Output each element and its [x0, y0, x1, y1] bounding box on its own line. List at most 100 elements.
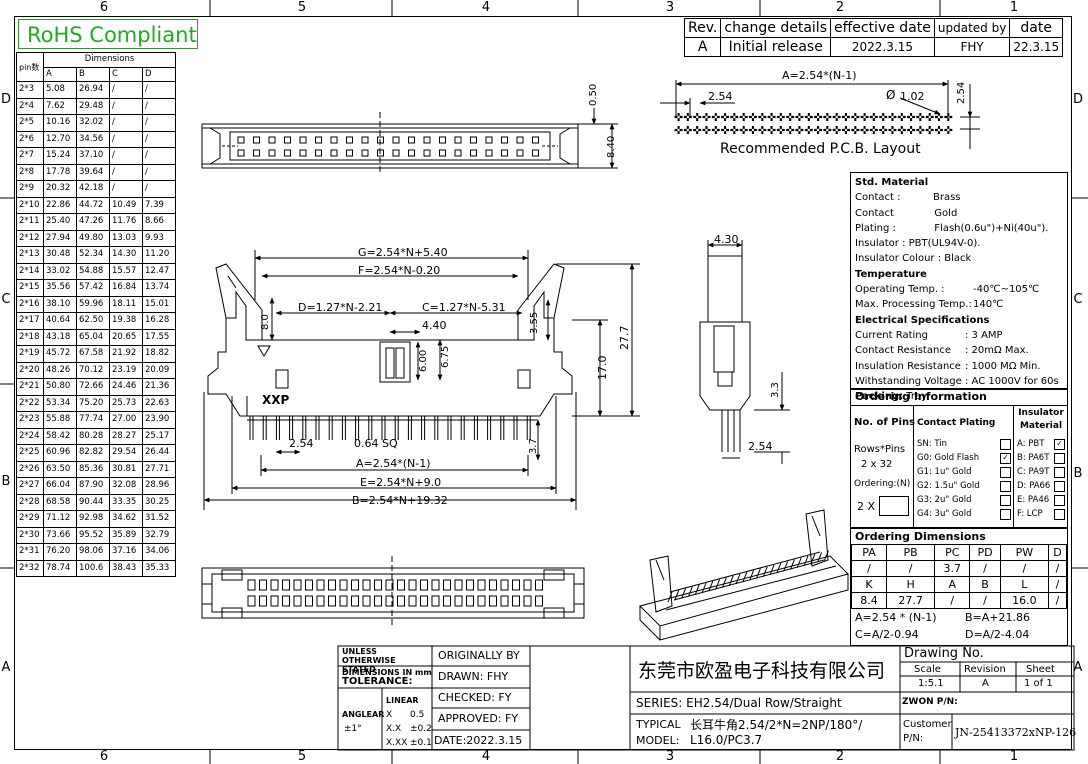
dim-cell: 16.28 [142, 312, 176, 330]
plating-option[interactable]: G4: 3u" Gold [917, 507, 1011, 521]
tb-scale: Scale [914, 664, 941, 675]
od-header: PB [885, 544, 936, 561]
pcb-hole-mark: ✜ [711, 111, 720, 124]
pin-slot [328, 579, 336, 591]
material-option[interactable]: F: LCP [1017, 507, 1065, 521]
pin-square [315, 149, 322, 157]
material-option[interactable]: D: PA66 [1017, 479, 1065, 493]
pcb-hole-mark: ✜ [944, 124, 953, 137]
od-formula: A=2.54 * (N-1) [855, 611, 937, 624]
zone-label: 5 [297, 0, 307, 15]
bottom-view [201, 556, 585, 628]
plating-option[interactable]: G0: Gold Flash✓ [917, 451, 1011, 465]
pin-slot [443, 579, 451, 591]
pin-slot [247, 579, 256, 591]
iso-pin [749, 570, 755, 581]
plating-option[interactable]: SN: Tin [917, 437, 1011, 451]
tb-drawing-no: Drawing No. [904, 646, 984, 661]
checkbox-icon[interactable] [1000, 508, 1011, 520]
pin-square [501, 136, 508, 144]
dim-e: E=2.54*N+9.0 [360, 476, 441, 489]
pin-slot [328, 595, 336, 607]
pcb-hole-mark: ✜ [702, 111, 711, 124]
tb-orig: ORIGINALLY BY [438, 649, 520, 662]
iso-pin [769, 564, 775, 576]
pin-count-input[interactable] [879, 496, 909, 516]
checkbox-icon[interactable] [1000, 494, 1011, 506]
pcb-hole-mark: ✜ [739, 124, 748, 137]
pcb-hole-mark: ✜ [795, 124, 804, 137]
pcb-hole-mark: ✜ [916, 124, 925, 137]
material-option[interactable]: B: PA6T [1017, 451, 1065, 465]
iso-pin [789, 559, 795, 570]
pcb-hole-mark: ✜ [683, 124, 692, 137]
pin-square [423, 149, 431, 157]
checked-checkbox-icon[interactable]: ✓ [1054, 438, 1065, 450]
plating-option[interactable]: G3: 2u" Gold [917, 493, 1011, 507]
tb-x-val: 0.5 [410, 710, 425, 720]
pin-square [408, 136, 415, 144]
pin-square [268, 149, 276, 157]
dim-cell: 27.71 [142, 460, 176, 478]
pin-square [284, 149, 291, 157]
od-header: K [851, 576, 887, 593]
pin-slot [523, 579, 532, 591]
od-value: 16.0 [999, 592, 1049, 609]
iso-pin [687, 586, 693, 597]
checkbox-icon[interactable] [1054, 480, 1065, 492]
pins-title: No. of Pins [854, 417, 916, 428]
pin-slot [351, 595, 359, 607]
pin-slot [293, 579, 302, 591]
dim-c: C=1.27*N-5.31 [422, 301, 506, 314]
dim-277: 27.7 [618, 326, 631, 351]
checkbox-icon[interactable] [1054, 508, 1065, 520]
checkbox-icon[interactable] [1000, 438, 1011, 450]
tb-drawn: DRAWN: FHY [438, 670, 509, 683]
material-option[interactable]: A: PBT✓ [1017, 437, 1065, 451]
spec-label: Packing: [855, 391, 904, 403]
spec-label: Current Rating [855, 329, 928, 341]
isometric-view [639, 509, 849, 641]
ordering-title: Ordering Information [855, 390, 987, 403]
checkbox-icon[interactable] [1054, 466, 1065, 478]
checkbox-icon[interactable] [1054, 452, 1065, 464]
checkbox-icon[interactable] [1000, 466, 1011, 478]
iso-pin [762, 566, 768, 577]
spec-value: PBT(UL94V-0). [908, 238, 981, 250]
iso-pin [803, 555, 809, 567]
material-option[interactable]: E: PA46 [1017, 493, 1065, 507]
pin-slot [397, 595, 405, 607]
pcb-hole-mark: ✜ [739, 111, 748, 124]
pin-slot [270, 579, 279, 591]
zone-label: 4 [481, 0, 491, 15]
checked-checkbox-icon[interactable]: ✓ [1000, 452, 1011, 464]
checkbox-icon[interactable] [1054, 494, 1065, 506]
pcb-hole-mark: ✜ [934, 124, 943, 137]
pin-slot [454, 579, 463, 591]
material-option[interactable]: C: PA9T [1017, 465, 1065, 479]
plating-option[interactable]: G2: 1.5u" Gold [917, 479, 1011, 493]
ordering-n: Ordering:(N) [854, 479, 911, 489]
pcb-hole-mark: ✜ [804, 111, 813, 124]
pcb-hole-mark: ✜ [934, 111, 943, 124]
iso-pin [701, 582, 707, 594]
tb-xx-val: ±0.2 [410, 724, 432, 734]
material-option-label: B: PA6T [1017, 453, 1050, 463]
pins-example: 2 x 32 [861, 459, 893, 470]
checkbox-icon[interactable] [1000, 480, 1011, 492]
dim-cell: 100.6 [76, 559, 110, 577]
pin-slot [385, 595, 394, 607]
zone-label: 4 [481, 749, 491, 764]
pin-slot [282, 579, 290, 591]
plating-option[interactable]: G1: 1u" Gold [917, 465, 1011, 479]
pcb-hole-mark: ✜ [907, 124, 916, 137]
tb-revision: Revision [964, 664, 1006, 675]
